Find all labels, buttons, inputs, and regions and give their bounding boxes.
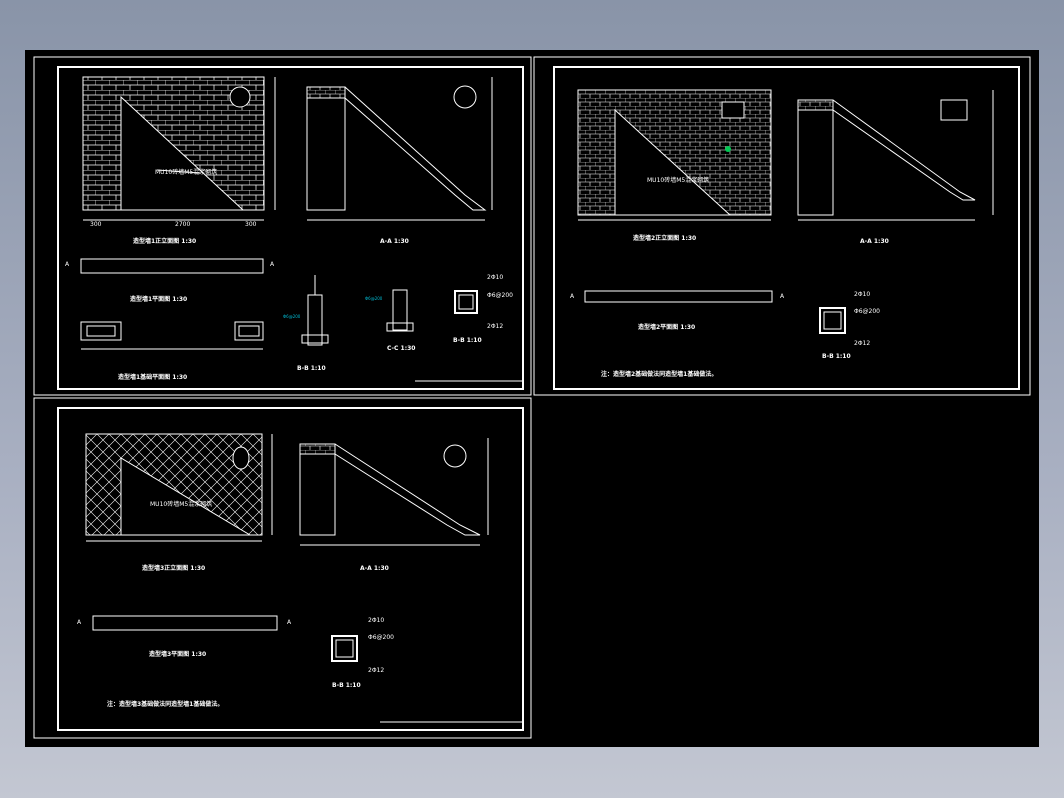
svg-text:Φ6@200: Φ6@200 bbox=[283, 314, 301, 319]
sheet2-bb: 2Φ10 Φ6@200 2Φ12 B-B 1:10 bbox=[819, 291, 880, 360]
svg-text:2Φ12: 2Φ12 bbox=[854, 340, 870, 347]
sheet2-elevation: MU10砖墙M5混浆砌筑 造型墙2正立面图 1:30 bbox=[577, 89, 772, 242]
svg-text:2Φ10: 2Φ10 bbox=[854, 291, 870, 298]
sheet1-section-a: A-A 1:30 bbox=[306, 77, 493, 245]
svg-text:2700: 2700 bbox=[175, 221, 190, 228]
sheet1-elev-title: 造型墙1正立面图 1:30 bbox=[133, 237, 196, 245]
sheet1-plan-title: 造型墙1平面图 1:30 bbox=[130, 295, 187, 303]
sheet1-base-plan-title: 造型墙1基础平面图 1:30 bbox=[118, 373, 187, 381]
sheet2-section-a: A-A 1:30 bbox=[797, 90, 994, 245]
sheet2-note: 注：造型墙2基础做法同造型墙1基础做法。 bbox=[601, 370, 717, 378]
sheet-frames bbox=[33, 56, 1031, 739]
svg-text:B-B 1:10: B-B 1:10 bbox=[332, 682, 361, 689]
cad-drawing: MU10砖墙M5混浆砌筑 300 2700 300 造型墙1正立面图 1:30 … bbox=[33, 56, 1031, 739]
svg-text:A: A bbox=[77, 619, 82, 626]
sheet3-plan: A A 造型墙3平面图 1:30 bbox=[77, 615, 292, 658]
sheet3-elevation: MU10砖墙M5混浆砌筑 造型墙3正立面图 1:30 bbox=[85, 433, 273, 572]
sheet2-plan: A A 造型墙2平面图 1:30 bbox=[570, 290, 785, 331]
svg-text:A: A bbox=[570, 293, 575, 300]
svg-text:MU10砖墙M5混浆砌筑: MU10砖墙M5混浆砌筑 bbox=[647, 176, 709, 184]
sheet1-section-c-title: C-C 1:30 bbox=[387, 345, 415, 352]
sheet3-section-a: A-A 1:30 bbox=[299, 438, 489, 572]
svg-text:B-B 1:10: B-B 1:10 bbox=[453, 337, 482, 344]
svg-text:2Φ12: 2Φ12 bbox=[368, 667, 384, 674]
sheet1-wall-note: MU10砖墙M5混浆砌筑 bbox=[155, 168, 217, 176]
svg-text:B-B 1:10: B-B 1:10 bbox=[822, 353, 851, 360]
sheet2-section-a-title: A-A 1:30 bbox=[860, 238, 889, 245]
svg-text:300: 300 bbox=[245, 221, 257, 228]
svg-text:Φ6@200: Φ6@200 bbox=[368, 634, 394, 641]
sheet2-cursor-marker bbox=[725, 146, 731, 152]
sheet1-section-a-title: A-A 1:30 bbox=[380, 238, 409, 245]
svg-text:Φ6@200: Φ6@200 bbox=[365, 296, 383, 301]
sheet3-elev-title: 造型墙3正立面图 1:30 bbox=[142, 564, 205, 572]
sheet1-section-b-title: B-B 1:10 bbox=[297, 365, 326, 372]
svg-text:2Φ10: 2Φ10 bbox=[487, 274, 503, 281]
sheet1-bb: 2Φ10 Φ6@200 2Φ12 B-B 1:10 bbox=[453, 274, 513, 344]
svg-text:A: A bbox=[65, 261, 70, 268]
sheet3-bb: 2Φ10 Φ6@200 2Φ12 B-B 1:10 bbox=[331, 617, 394, 689]
svg-text:Φ6@200: Φ6@200 bbox=[487, 292, 513, 299]
sheet1: MU10砖墙M5混浆砌筑 300 2700 300 造型墙1正立面图 1:30 … bbox=[65, 76, 523, 382]
sheet2-elev-title: 造型墙2正立面图 1:30 bbox=[633, 234, 696, 242]
svg-text:2Φ10: 2Φ10 bbox=[368, 617, 384, 624]
cad-drawing-canvas[interactable]: MU10砖墙M5混浆砌筑 300 2700 300 造型墙1正立面图 1:30 … bbox=[25, 50, 1039, 747]
sheet3-section-a-title: A-A 1:30 bbox=[360, 565, 389, 572]
sheet1-section-b: Φ6@200 B-B 1:10 bbox=[283, 275, 329, 372]
sheet3: MU10砖墙M5混浆砌筑 造型墙3正立面图 1:30 A-A 1:30 A A … bbox=[77, 433, 523, 723]
svg-text:A: A bbox=[780, 293, 785, 300]
svg-text:A: A bbox=[287, 619, 292, 626]
sheet1-section-c: Φ6@200 C-C 1:30 bbox=[365, 289, 415, 352]
sheet1-base-plan: 造型墙1基础平面图 1:30 bbox=[80, 321, 264, 381]
sheet3-plan-title: 造型墙3平面图 1:30 bbox=[149, 650, 206, 658]
svg-text:A: A bbox=[270, 261, 275, 268]
svg-text:MU10砖墙M5混浆砌筑: MU10砖墙M5混浆砌筑 bbox=[150, 500, 212, 508]
sheet2-plan-title: 造型墙2平面图 1:30 bbox=[638, 323, 695, 331]
sheet1-plan: A A 造型墙1平面图 1:30 bbox=[65, 258, 275, 303]
sheet1-elevation: MU10砖墙M5混浆砌筑 300 2700 300 造型墙1正立面图 1:30 bbox=[82, 76, 276, 245]
svg-text:2Φ12: 2Φ12 bbox=[487, 323, 503, 330]
sheet2: MU10砖墙M5混浆砌筑 造型墙2正立面图 1:30 A-A 1:30 A A … bbox=[570, 89, 994, 378]
svg-text:300: 300 bbox=[90, 221, 102, 228]
svg-text:Φ6@200: Φ6@200 bbox=[854, 308, 880, 315]
sheet3-note: 注：造型墙3基础做法同造型墙1基础做法。 bbox=[107, 700, 223, 708]
